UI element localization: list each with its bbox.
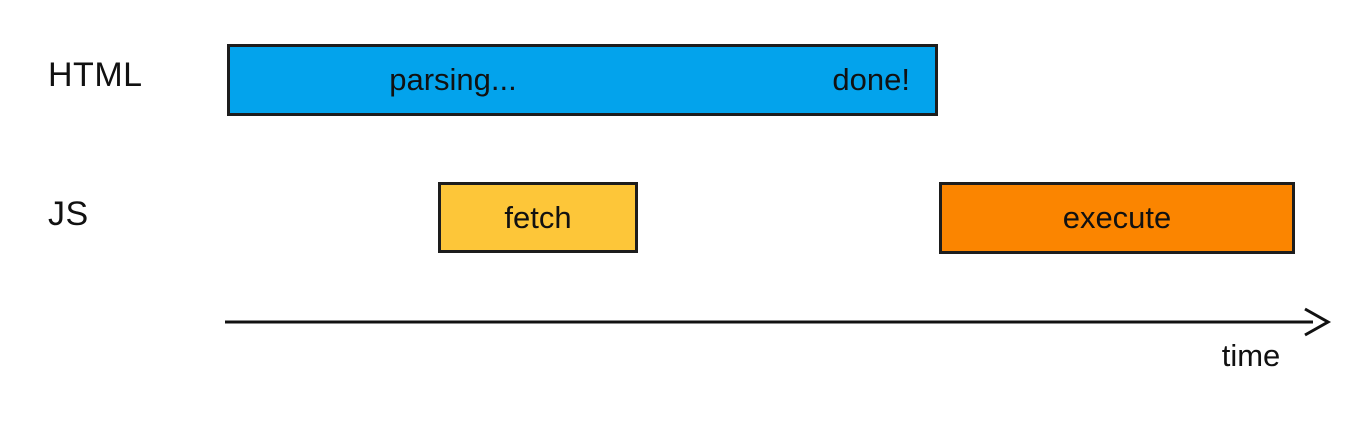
js-execute-bar: execute [939, 182, 1295, 254]
done-label: done! [832, 62, 910, 97]
row-label-js: JS [48, 195, 89, 233]
row-label-html: HTML [48, 56, 143, 94]
html-parsing-bar: parsing... done! [227, 44, 938, 116]
js-fetch-bar: fetch [438, 182, 638, 253]
fetch-label: fetch [504, 199, 572, 235]
parsing-label: parsing... [389, 62, 517, 97]
time-axis-arrow [225, 307, 1332, 337]
time-axis-label: time [1221, 338, 1281, 373]
execute-label: execute [1062, 200, 1172, 235]
